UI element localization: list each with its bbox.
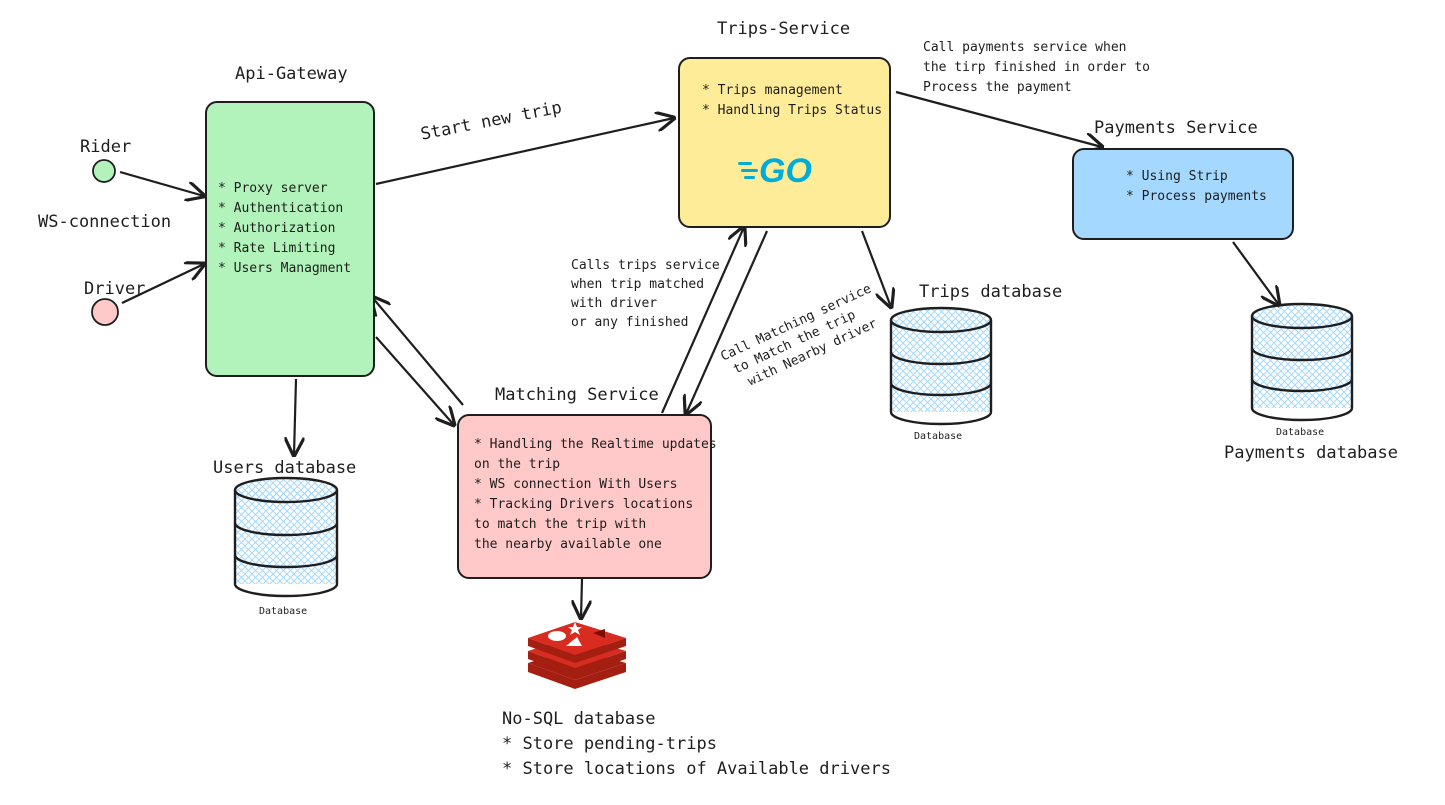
calls-trips-label: Calls trips service when trip matched wi… (571, 256, 720, 332)
nosql-database-label: No-SQL database * Store pending-trips * … (502, 707, 891, 782)
arrow-trips-to-trips-db (860, 230, 891, 307)
matching-service-line: * Tracking Drivers locations (474, 497, 694, 512)
calls-trips-line: when trip matched (571, 277, 705, 292)
users-database-cylinder (233, 476, 339, 598)
call-payments-line: Call payments service when (923, 40, 1127, 55)
payments-service-item: Process payments (1126, 187, 1267, 207)
matching-service-line: on the trip (474, 457, 561, 472)
api-gateway-item: Rate Limiting (218, 239, 351, 259)
arrow-driver-to-gateway (121, 264, 204, 304)
matching-service-line: to match the trip with (474, 517, 647, 532)
rider-node (92, 159, 116, 183)
matching-service-line: * Handling the Realtime updates (474, 437, 717, 452)
arrow-rider-to-gateway (119, 170, 204, 196)
nosql-database-title: No-SQL database (502, 709, 656, 729)
api-gateway-list: Proxy server Authentication Authorizatio… (218, 179, 351, 279)
payments-service-item: Using Strip (1126, 167, 1267, 187)
calls-trips-line: Calls trips service (571, 258, 720, 273)
api-gateway-item: Proxy server (218, 179, 351, 199)
api-gateway-item: Authentication (218, 199, 351, 219)
trips-service-item: Handling Trips Status (702, 101, 882, 121)
trips-service-box: Trips management Handling Trips Status G… (678, 57, 891, 228)
driver-node (91, 298, 119, 326)
arrow-matching-to-gateway (372, 297, 464, 406)
payments-service-box: Using Strip Process payments (1072, 148, 1294, 240)
api-gateway-item: Authorization (218, 219, 351, 239)
payments-service-title: Payments Service (1094, 118, 1258, 138)
trips-service-item: Trips management (702, 81, 882, 101)
call-payments-line: the tirp finished in order to (923, 60, 1150, 75)
call-payments-line: Process the payment (923, 80, 1072, 95)
nosql-database-item: * Store locations of Available drivers (502, 759, 891, 779)
arrow-trips-to-matching (686, 230, 769, 414)
trips-database-title: Trips database (919, 282, 1063, 302)
matching-service-box: * Handling the Realtime updates on the t… (457, 414, 717, 579)
api-gateway-box: Proxy server Authentication Authorizatio… (205, 101, 375, 377)
calls-trips-line: or any finished (571, 315, 689, 330)
rider-label: Rider (80, 137, 132, 157)
driver-label: Driver (84, 279, 146, 299)
payments-database-caption: Database (1276, 427, 1325, 438)
matching-service-title: Matching Service (495, 385, 659, 405)
arrow-trips-to-payments (895, 90, 1102, 147)
matching-service-line: * WS connection With Users (474, 477, 678, 492)
trips-service-list: Trips management Handling Trips Status (702, 81, 882, 121)
calls-trips-line: with driver (571, 296, 658, 311)
nosql-database-item: * Store pending-trips (502, 734, 717, 754)
trips-database-caption: Database (914, 431, 963, 442)
go-logo-icon: GO (738, 151, 838, 191)
matching-service-text: * Handling the Realtime updates on the t… (474, 435, 717, 555)
payments-database-cylinder (1250, 302, 1354, 422)
arrow-matching-to-trips (660, 227, 744, 414)
arrow-matching-to-nosql (581, 578, 582, 618)
arrow-gateway-to-trips (375, 118, 674, 186)
payments-service-list: Using Strip Process payments (1126, 167, 1267, 207)
arrow-payments-to-payments-db (1232, 241, 1279, 305)
arrow-gateway-to-users-db (294, 378, 296, 455)
trips-database-cylinder (889, 306, 993, 426)
arrow-gateway-to-matching (375, 336, 454, 425)
ws-connection-label: WS-connection (38, 212, 172, 232)
api-gateway-title: Api-Gateway (235, 64, 348, 84)
api-gateway-item: Users Managment (218, 259, 351, 279)
redis-icon (528, 622, 626, 689)
users-database-title: Users database (213, 458, 357, 478)
go-logo-text: GO (759, 152, 812, 190)
users-database-caption: Database (259, 606, 308, 617)
trips-service-title: Trips-Service (717, 19, 851, 39)
payments-database-title: Payments database (1224, 443, 1398, 463)
matching-service-line: the nearby available one (474, 537, 662, 552)
call-payments-label: Call payments service when the tirp fini… (923, 38, 1150, 98)
